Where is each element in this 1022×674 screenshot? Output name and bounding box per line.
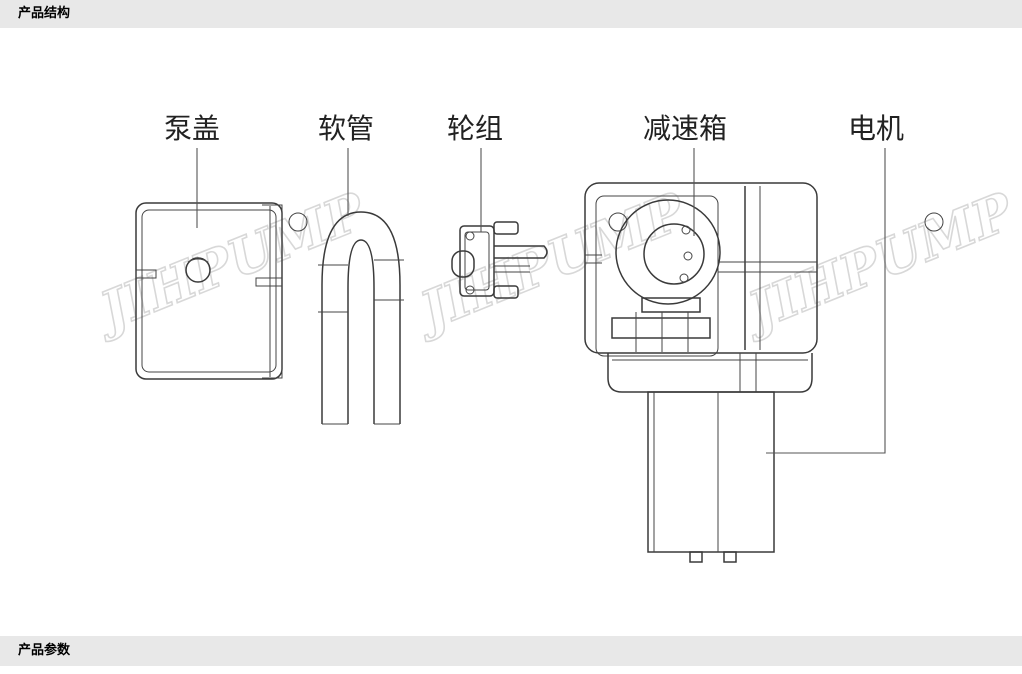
watermark-text: JIHPUMP xyxy=(84,180,376,345)
label-hose: 软管 xyxy=(318,112,374,145)
leader-motor xyxy=(766,148,886,454)
registered-circle-middle xyxy=(608,212,628,232)
label-gearbox: 减速箱 xyxy=(643,112,727,145)
watermark-text: JIHPUMP xyxy=(732,180,1022,345)
label-roller-set: 轮组 xyxy=(447,112,503,145)
pump-cover-part xyxy=(135,202,283,380)
watermark-text: JIHPUMP xyxy=(404,180,696,345)
watermark-left: JIHPUMP xyxy=(83,179,376,346)
registered-circle-right xyxy=(924,212,944,232)
roller-set-part xyxy=(451,221,548,299)
section-header-structure: 产品结构 xyxy=(0,0,1022,28)
registered-circle-left xyxy=(288,212,308,232)
section-title-structure: 产品结构 xyxy=(18,6,71,21)
motor-part xyxy=(647,391,775,563)
gearbox-part xyxy=(584,182,818,393)
watermark-right: JIHPUMP xyxy=(731,179,1022,346)
pump-structure-diagram: JIHPUMP JIHPUMP JIHPUMP 泵盖 软管 轮组 减速箱 电机 xyxy=(83,112,1022,563)
section-title-params: 产品参数 xyxy=(18,643,71,658)
label-pump-cover: 泵盖 xyxy=(164,112,220,145)
section-header-params: 产品参数 xyxy=(0,636,1022,666)
hose-part xyxy=(318,211,404,425)
label-motor: 电机 xyxy=(848,112,904,145)
watermark-middle: JIHPUMP xyxy=(403,179,696,346)
